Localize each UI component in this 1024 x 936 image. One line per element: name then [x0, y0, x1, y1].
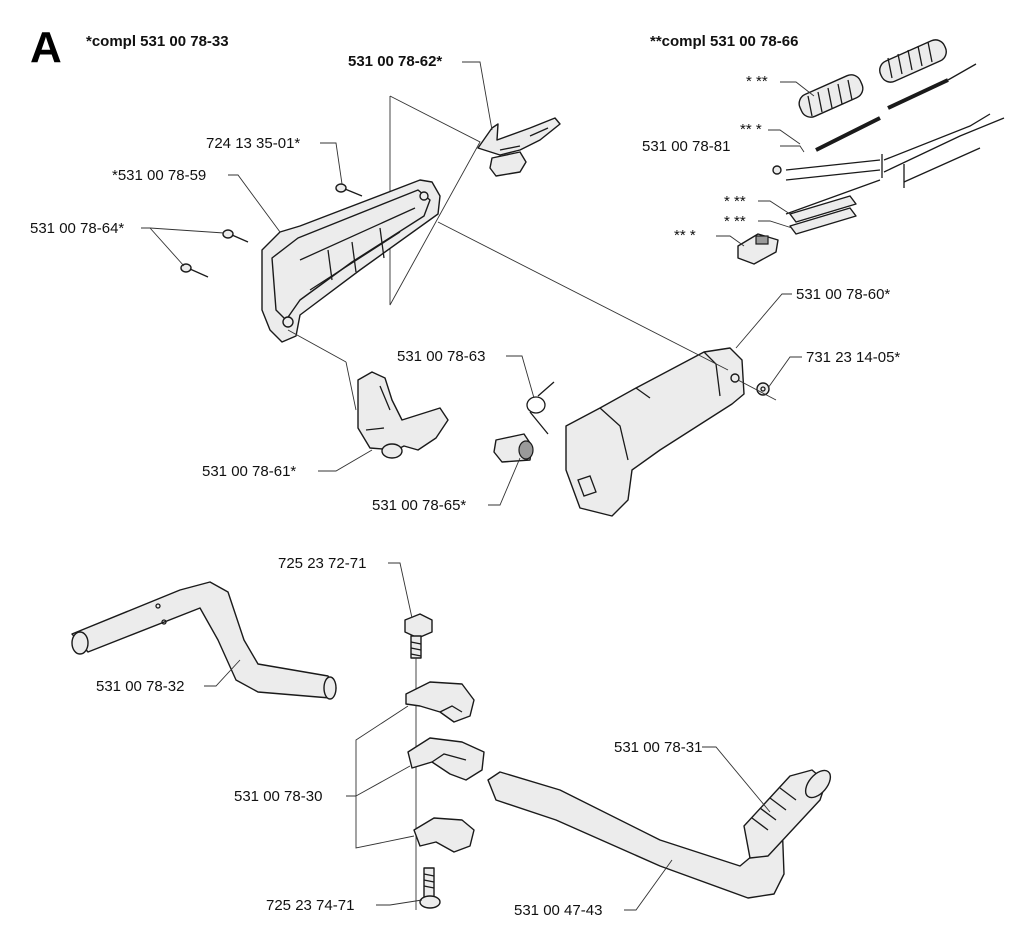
part-trigger-lever: [477, 117, 561, 177]
part-clamp-upper: [405, 681, 475, 723]
part-clamp-lower: [413, 817, 475, 853]
label-star-d: * **: [724, 213, 746, 230]
label-star-c: * **: [724, 193, 746, 210]
label-star-e: ** *: [674, 227, 696, 244]
part-stop-switch: [737, 233, 779, 265]
label-531-00-47-43: 531 00 47-43: [514, 902, 602, 919]
cable-kit: [737, 39, 1005, 265]
part-screws-531-00-78-64: [180, 229, 249, 278]
label-731-23-14-05: 731 23 14-05*: [806, 349, 900, 366]
alignment-lines: [287, 221, 777, 411]
part-cable-spring-upper: [879, 39, 947, 83]
label-star-b: ** *: [740, 121, 762, 138]
part-bolt-725-23-74: [419, 867, 441, 909]
label-star-a: * **: [746, 73, 768, 90]
label-531-00-78-63: 531 00 78-63: [397, 348, 485, 365]
label-531-00-78-30: 531 00 78-30: [234, 788, 322, 805]
part-bolt-725-23-72: [404, 613, 433, 659]
label-531-00-78-31: 531 00 78-31: [614, 739, 702, 756]
label-531-00-78-65: 531 00 78-65*: [372, 497, 466, 514]
label-531-00-78-61: 531 00 78-61*: [202, 463, 296, 480]
part-handle-half-59: [261, 179, 441, 343]
part-bent-tube-32: [71, 581, 337, 700]
part-button-65: [493, 433, 534, 463]
part-labels: 531 00 78-62* 724 13 35-01* *531 00 78-5…: [30, 53, 900, 919]
label-725-23-74-71: 725 23 74-71: [266, 897, 354, 914]
sheet-letter: A: [30, 23, 62, 72]
part-handle-bar-47-43: [487, 771, 785, 899]
part-spring-63: [526, 381, 555, 435]
part-throttle-trigger-61: [357, 371, 449, 459]
part-handle-housing-60: [565, 347, 745, 517]
kit-label-compl-1: *compl 531 00 78-33: [86, 33, 229, 50]
label-531-00-78-81: 531 00 78-81: [642, 138, 730, 155]
part-screw-724-13-35: [335, 183, 363, 197]
part-clamp-middle: [407, 737, 485, 781]
leader-lines: [141, 61, 815, 911]
label-531-00-78-59: *531 00 78-59: [112, 167, 206, 184]
part-cable-spring-lower: [798, 74, 864, 118]
label-531-00-78-62: 531 00 78-62*: [348, 53, 442, 70]
label-725-23-72-71: 725 23 72-71: [278, 555, 366, 572]
label-531-00-78-64: 531 00 78-64*: [30, 220, 124, 237]
label-531-00-78-60: 531 00 78-60*: [796, 286, 890, 303]
kit-label-compl-2: **compl 531 00 78-66: [650, 33, 798, 50]
label-531-00-78-32: 531 00 78-32: [96, 678, 184, 695]
part-grip-31: [743, 769, 832, 859]
label-724-13-35-01: 724 13 35-01*: [206, 135, 300, 152]
